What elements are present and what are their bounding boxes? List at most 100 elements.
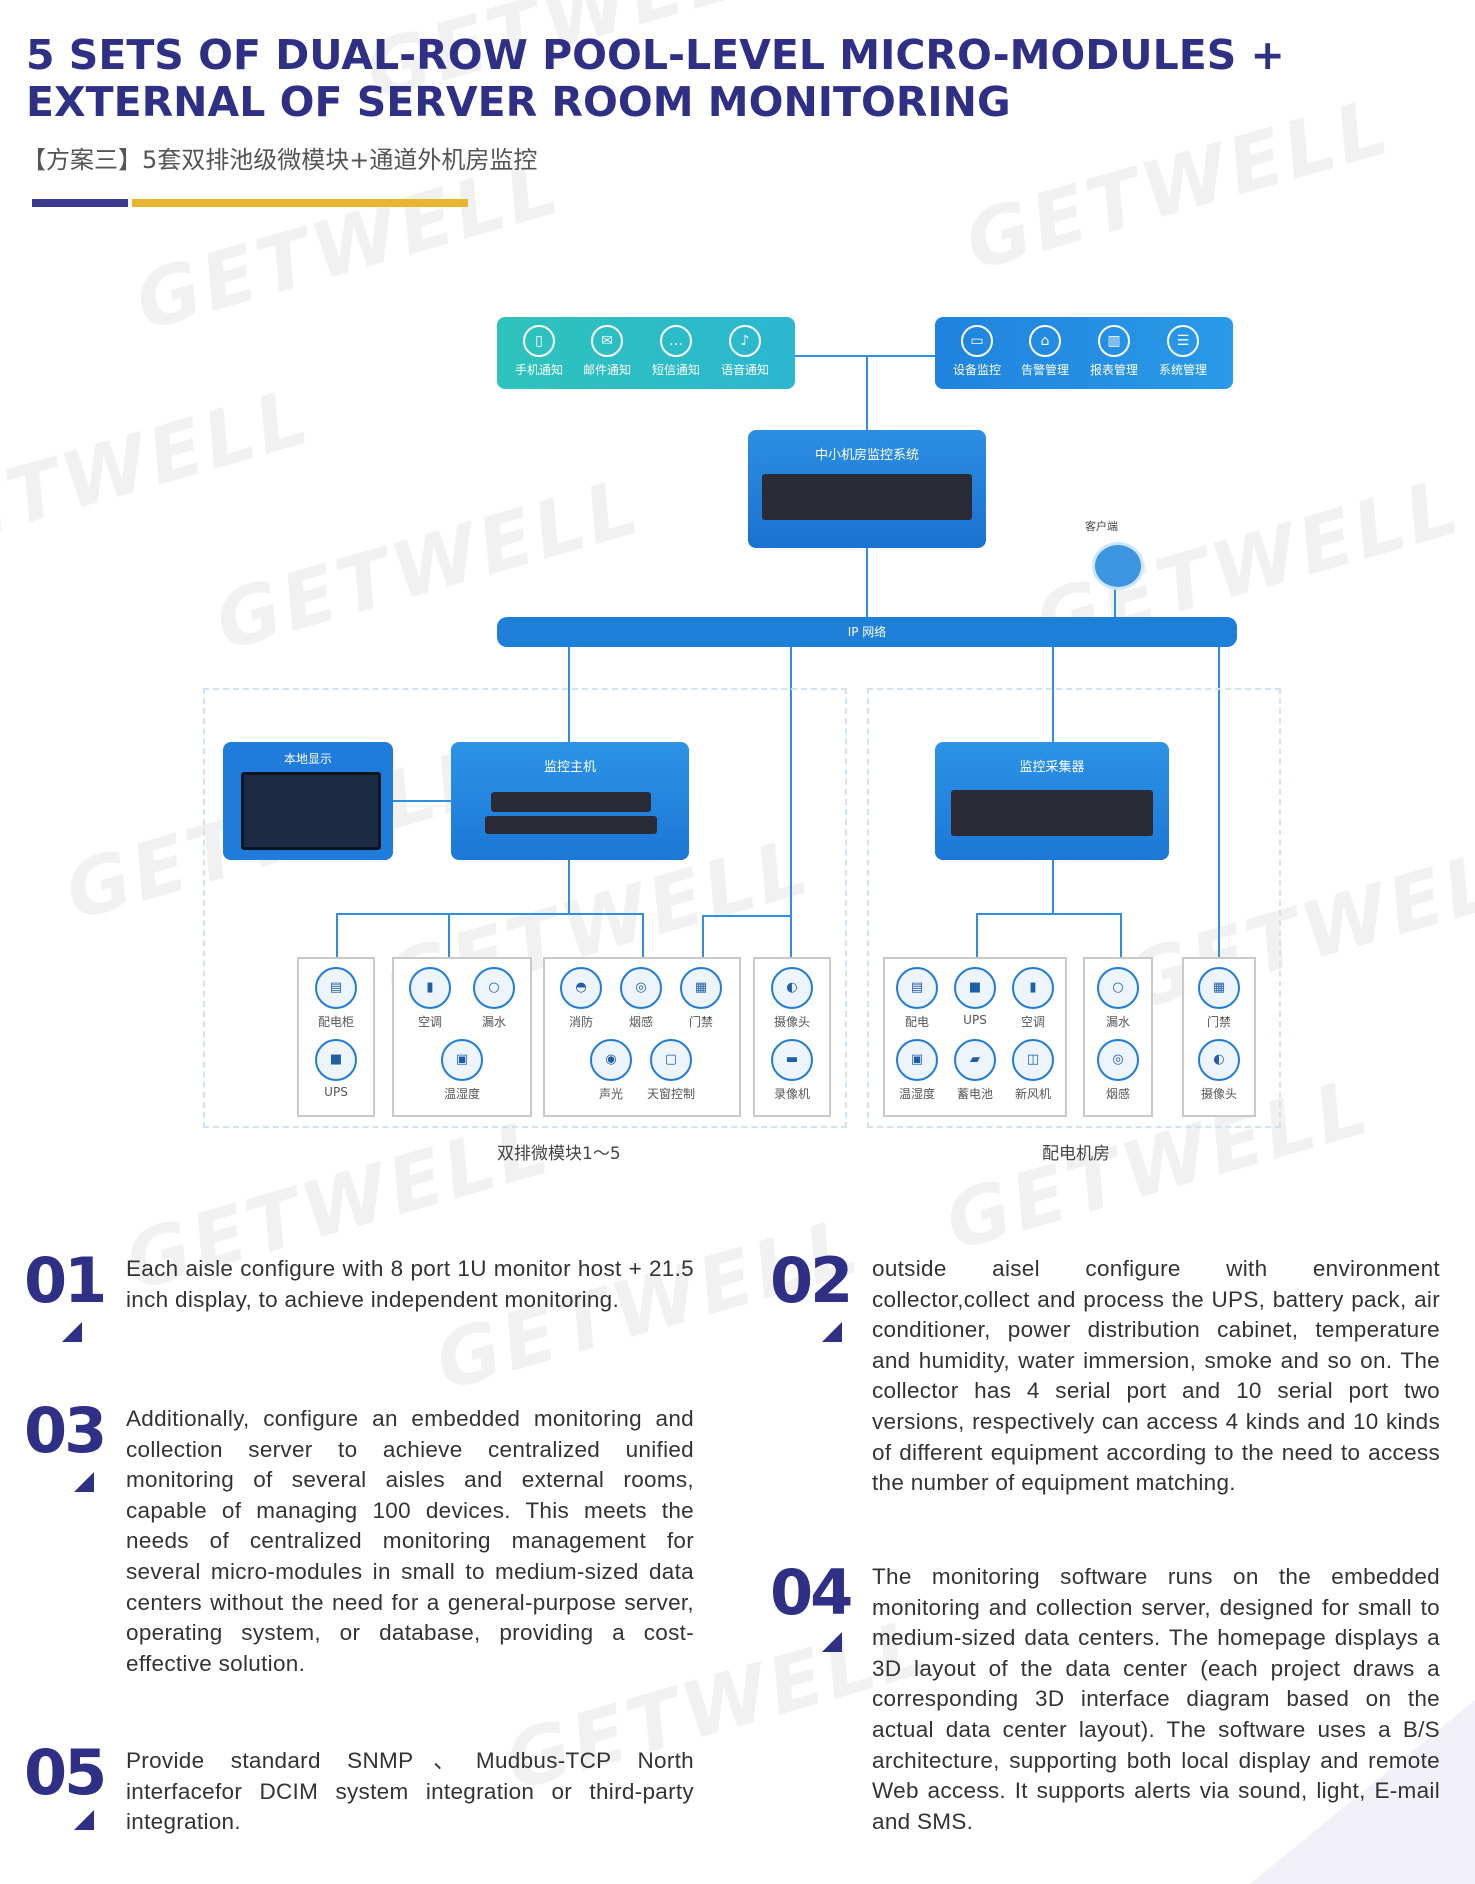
device-item: ▦门禁: [1193, 967, 1245, 1030]
device-group-access-video: ▦门禁 ◐摄像头: [1182, 957, 1256, 1117]
device-item: ◐摄像头: [766, 967, 818, 1030]
page-subtitle: 【方案三】5套双排池级微模块+通道外机房监控: [22, 146, 538, 174]
mail-icon: ✉: [591, 325, 623, 357]
fire-detector-icon: ◓: [560, 967, 602, 1009]
corner-triangle: [74, 1810, 94, 1830]
server-device-image: [762, 474, 972, 520]
accent-bar-blue: [32, 199, 128, 207]
section-number: 05: [24, 1736, 107, 1809]
right-region-caption: 配电机房: [1042, 1144, 1110, 1164]
connector: [568, 647, 570, 742]
device-group-leak-smoke: ○漏水 ◎烟感: [1083, 957, 1153, 1117]
sound-light-alarm-icon: ◉: [590, 1039, 632, 1081]
device-group-video: ◐摄像头 ▬录像机: [753, 957, 831, 1117]
device-item: ◎烟感: [1092, 1039, 1144, 1102]
notify-item: …短信通知: [642, 325, 710, 378]
voice-icon: ♪: [729, 325, 761, 357]
sms-icon: …: [660, 325, 692, 357]
notification-panel: ▯手机通知 ✉邮件通知 …短信通知 ♪语音通知: [497, 317, 795, 389]
device-item: ◓消防: [555, 967, 607, 1030]
device-item: ▬录像机: [766, 1039, 818, 1102]
power-room-region: [867, 688, 1281, 1128]
section-text: The monitoring software runs on the embe…: [872, 1564, 1440, 1834]
connector: [702, 915, 792, 917]
connector: [336, 913, 338, 959]
connector: [1218, 647, 1220, 959]
device-item: ◉声光: [585, 1039, 637, 1102]
connector: [866, 548, 868, 617]
corner-decoration: [1250, 1700, 1475, 1884]
monitor-host: 监控主机: [451, 742, 689, 860]
switch-device-image: [491, 792, 651, 812]
alarm-icon: ⌂: [1029, 325, 1061, 357]
camera-icon: ◐: [771, 967, 813, 1009]
fresh-air-icon: ◫: [1012, 1039, 1054, 1081]
collector-device-image: [951, 790, 1153, 836]
distribution-cabinet-icon: ▤: [315, 967, 357, 1009]
device-item: ▣温湿度: [436, 1039, 488, 1102]
section-text: outside aisel configure with environment…: [872, 1256, 1440, 1496]
section-text: Each aisle configure with 8 port 1U moni…: [126, 1256, 694, 1312]
device-item: ▢天窗控制: [645, 1039, 697, 1102]
ups-icon: ■: [315, 1039, 357, 1081]
ups-icon: ■: [954, 967, 996, 1009]
connector: [702, 915, 704, 959]
access-control-icon: ▦: [1198, 967, 1240, 1009]
power-distribution-icon: ▤: [896, 967, 938, 1009]
connector: [642, 913, 644, 959]
connector: [568, 860, 570, 913]
device-item: ▤配电: [891, 967, 943, 1030]
section-number: 04: [770, 1556, 853, 1629]
connector: [866, 355, 868, 430]
connector: [790, 915, 792, 959]
manage-item: ⌂告警管理: [1011, 325, 1079, 378]
ip-network-bar: IP 网络: [497, 617, 1237, 647]
monitor-icon: ▭: [961, 325, 993, 357]
micro-module-region: [203, 688, 847, 1128]
air-conditioner-icon: ▮: [409, 967, 451, 1009]
section-number: 03: [24, 1394, 107, 1467]
phone-icon: ▯: [523, 325, 555, 357]
device-item: ○漏水: [1092, 967, 1144, 1030]
connector: [1114, 584, 1116, 617]
laptop-icon: [1092, 542, 1144, 590]
battery-icon: ▰: [954, 1039, 996, 1081]
notify-item: ▯手机通知: [505, 325, 573, 378]
connector: [393, 800, 451, 802]
device-item: ◎烟感: [615, 967, 667, 1030]
notify-item: ♪语音通知: [711, 325, 779, 378]
camera-icon: ◐: [1198, 1039, 1240, 1081]
connector: [336, 913, 644, 915]
page-title: 5 SETS OF DUAL-ROW POOL-LEVEL MICRO-MODU…: [26, 31, 1285, 126]
corner-triangle: [62, 1322, 82, 1342]
device-item: ◐摄像头: [1193, 1039, 1245, 1102]
manage-item: ▥报表管理: [1080, 325, 1148, 378]
core-monitoring-system: 中小机房监控系统: [748, 430, 986, 548]
host-device-image: [485, 816, 657, 834]
temp-humidity-icon: ▣: [896, 1039, 938, 1081]
device-item: ▮空调: [1007, 967, 1059, 1030]
skylight-control-icon: ▢: [650, 1039, 692, 1081]
connector: [790, 647, 792, 917]
topology-diagram: ▯手机通知 ✉邮件通知 …短信通知 ♪语音通知 ▭设备监控 ⌂告警管理 ▥报表管…: [203, 317, 1281, 1164]
corner-triangle: [822, 1632, 842, 1652]
device-item: ▣温湿度: [891, 1039, 943, 1102]
manage-item: ☰系统管理: [1149, 325, 1217, 378]
left-region-caption: 双排微模块1～5: [497, 1144, 621, 1164]
device-item: ■UPS: [310, 1039, 362, 1099]
manage-item: ▭设备监控: [943, 325, 1011, 378]
connector: [795, 355, 935, 357]
device-item: ▦门禁: [675, 967, 727, 1030]
air-conditioner-icon: ▮: [1012, 967, 1054, 1009]
connector: [976, 913, 1122, 915]
water-leak-icon: ○: [473, 967, 515, 1009]
section-text: Additionally, configure an embedded moni…: [126, 1406, 694, 1676]
section-text: Provide standard SNMP、Mudbus-TCP North i…: [126, 1748, 694, 1835]
corner-triangle: [74, 1472, 94, 1492]
system-icon: ☰: [1167, 325, 1199, 357]
connector: [976, 913, 978, 959]
device-item: ○漏水: [468, 967, 520, 1030]
connector: [448, 913, 450, 959]
report-icon: ▥: [1098, 325, 1130, 357]
device-group-environment: ▮空调 ○漏水 ▣温湿度: [392, 957, 532, 1117]
